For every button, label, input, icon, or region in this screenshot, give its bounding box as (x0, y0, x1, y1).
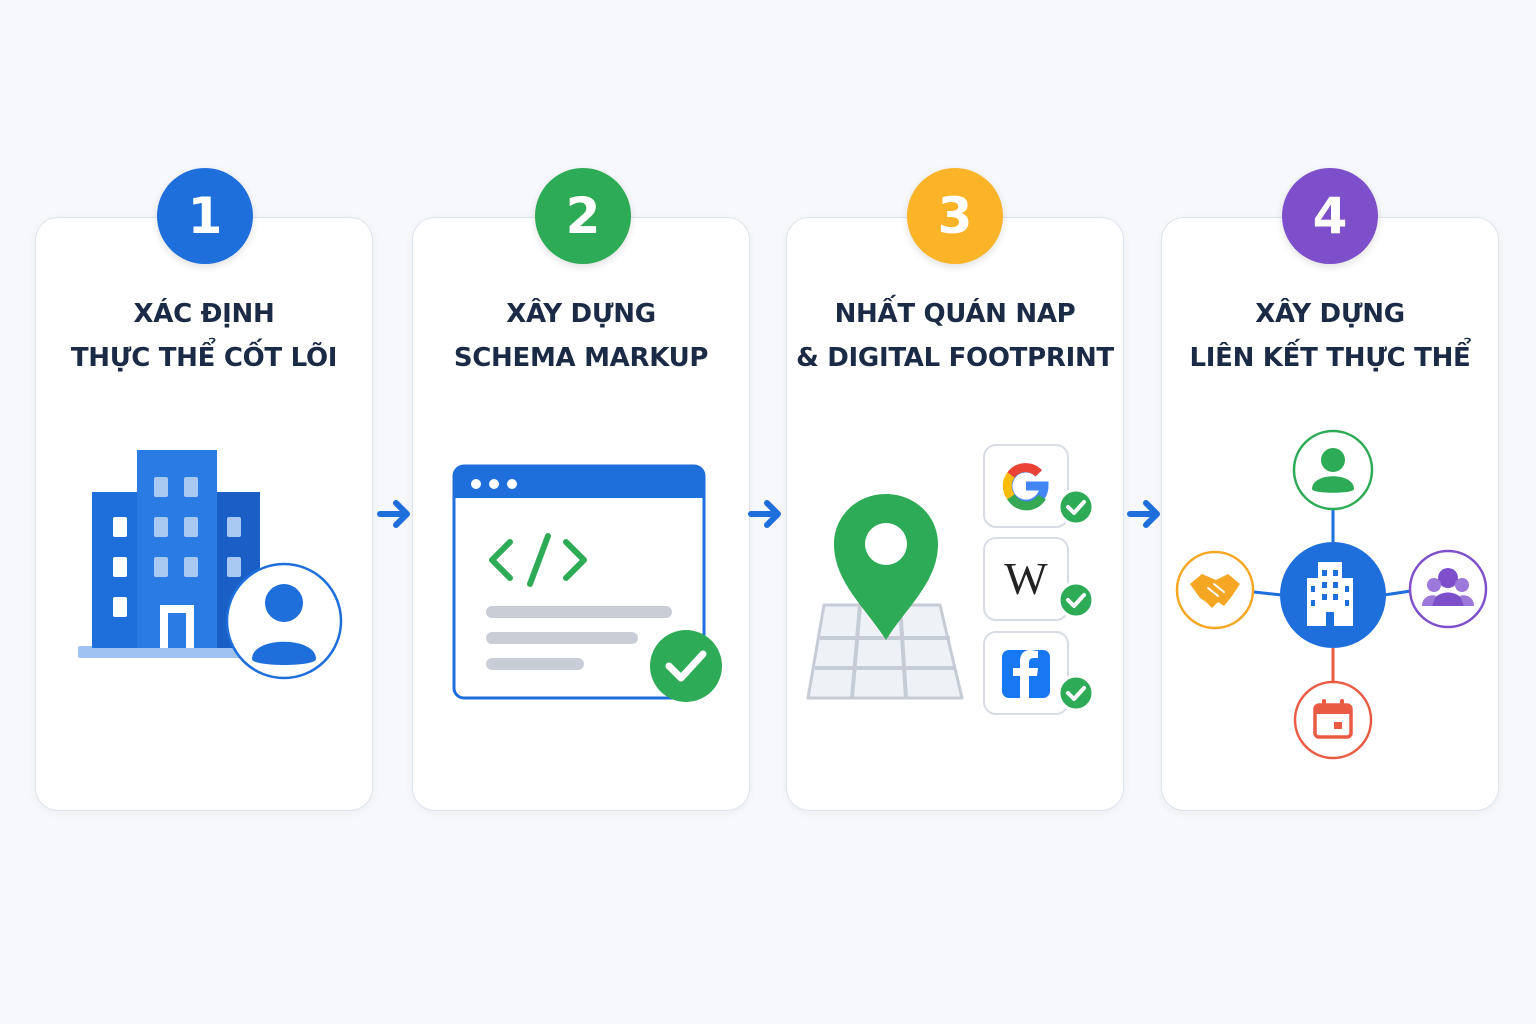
code-icon (489, 533, 587, 587)
step-4-illustration (1175, 429, 1488, 760)
browser-window-icon (452, 464, 706, 700)
user-icon (1292, 429, 1374, 511)
step-title-4-line2: LIÊN KẾT THỰC THỂ (1189, 343, 1471, 373)
check-icon (650, 630, 722, 702)
entity-connector-lines (1253, 510, 1412, 682)
map-pin-icon (834, 494, 938, 640)
calendar-icon (1293, 680, 1373, 760)
wikipedia-icon: W (983, 537, 1069, 621)
step-title-1: XÁC ĐỊNH THỰC THỂ CỐT LÕI (36, 292, 372, 380)
step-title-3: NHẤT QUÁN NAP & DIGITAL FOOTPRINT (787, 292, 1123, 380)
google-icon (983, 444, 1069, 528)
arrow-right-icon-3 (1127, 500, 1160, 528)
step-title-3-line1: NHẤT QUÁN NAP (834, 299, 1076, 329)
step-title-2-line2: SCHEMA MARKUP (453, 343, 709, 373)
step-title-4: XÂY DỰNG LIÊN KẾT THỰC THỂ (1162, 292, 1498, 380)
step-title-1-line2: THỰC THỂ CỐT LÕI (70, 343, 338, 373)
step-1-illustration (78, 450, 343, 680)
step-number-badge-4: 4 (1282, 168, 1378, 264)
building-icon (1280, 542, 1386, 648)
handshake-icon (1175, 550, 1255, 630)
building-icon (78, 450, 260, 658)
step-number-badge-1: 1 (157, 168, 253, 264)
step-title-3-line2: & DIGITAL FOOTPRINT (796, 343, 1114, 373)
step-title-2-line1: XÂY DỰNG (506, 299, 656, 329)
step-title-2: XÂY DỰNG SCHEMA MARKUP (413, 292, 749, 380)
group-icon (1408, 549, 1488, 629)
step-number-badge-3: 3 (907, 168, 1003, 264)
facebook-icon (983, 631, 1069, 715)
step-title-4-line1: XÂY DỰNG (1255, 299, 1405, 329)
arrow-right-icon-2 (748, 500, 781, 528)
arrow-right-icon-1 (377, 500, 410, 528)
step-3-illustration: W (806, 444, 1095, 715)
step-number-badge-2: 2 (535, 168, 631, 264)
check-icon (1057, 488, 1095, 712)
user-icon (225, 562, 343, 680)
step-2-illustration (452, 464, 722, 702)
step-title-1-line1: XÁC ĐỊNH (133, 299, 275, 329)
svg-text:W: W (1004, 553, 1048, 604)
